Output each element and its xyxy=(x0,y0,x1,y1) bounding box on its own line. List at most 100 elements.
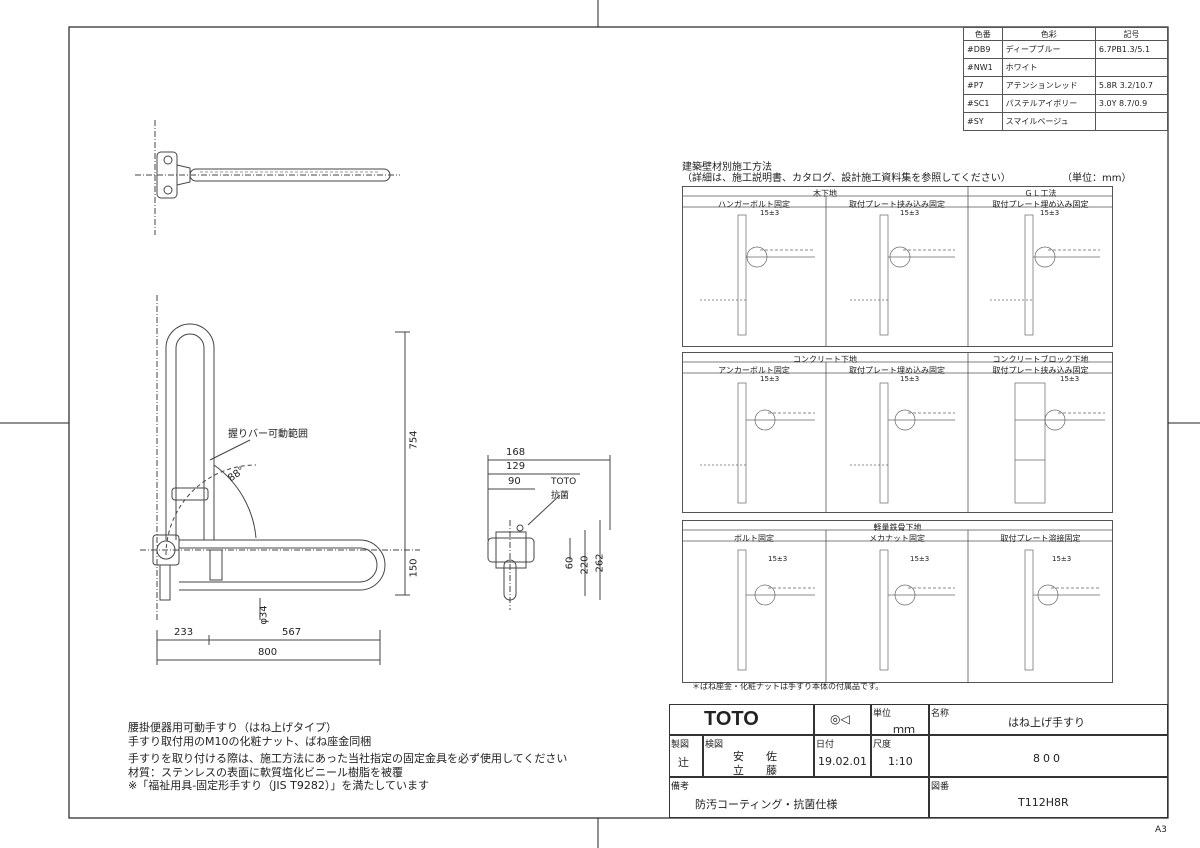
unit-cell xyxy=(871,704,929,735)
remarks-value: 防汚コーティング・抗菌仕様 xyxy=(695,798,838,811)
check-value-1: 安 佐 xyxy=(733,750,777,763)
color-name: パステルアイボリー xyxy=(1001,94,1096,113)
steel-section xyxy=(682,520,1113,683)
dim-15-i: 15±3 xyxy=(1052,555,1072,563)
wood-section xyxy=(682,186,1113,347)
projection-symbol-icon: ◎◁ xyxy=(830,712,850,726)
color-name: ディープブルー xyxy=(1001,40,1096,59)
color-row: #SC1 パステルアイボリー 3.0Y 8.7/0.9 xyxy=(963,94,1169,113)
dim-220: 220 xyxy=(579,555,591,575)
color-row: #DB9 ディープブルー 6.7PB1.3/5.1 xyxy=(963,40,1169,59)
scale-label: 尺度 xyxy=(873,740,892,750)
date-cell xyxy=(814,735,871,777)
color-symbol xyxy=(1094,112,1169,131)
note-4: 材質：ステンレスの表面に軟質塩化ビニール樹脂を被覆 xyxy=(128,766,403,779)
note-3: 手すりを取り付ける際は、施工方法にあった当社指定の固定金具を必ず使用してください xyxy=(128,752,568,765)
drawing-no-value: T112H8R xyxy=(1018,796,1069,809)
logo-cell xyxy=(669,704,814,735)
color-code: #NW1 xyxy=(963,58,1003,77)
sheet-size: A3 xyxy=(1155,825,1167,835)
dim-15-h: 15±3 xyxy=(910,555,930,563)
side-view xyxy=(487,455,611,610)
color-symbol: 6.7PB1.3/5.1 xyxy=(1094,40,1169,59)
dim-262: 262 xyxy=(594,553,606,573)
install-subtitle: （詳細は、施工説明書、カタログ、設計施工資料集を参照してください） xyxy=(682,173,1011,184)
scale-value: 1:10 xyxy=(888,755,913,768)
color-name: ホワイト xyxy=(1001,58,1096,77)
dim-567: 567 xyxy=(282,627,302,638)
dim-233: 233 xyxy=(174,627,194,638)
wood-cell-3: 取付プレート埋め込み固定 xyxy=(992,200,1089,209)
wood-cell-2: 取付プレート挟み込み固定 xyxy=(849,200,945,209)
size-cell xyxy=(929,735,1168,777)
dim-15-g: 15±3 xyxy=(768,555,788,563)
steel-cell-3: 取付プレート溶接固定 xyxy=(1000,534,1081,543)
name-label: 名称 xyxy=(931,709,950,719)
color-header-name: 色彩 xyxy=(1001,27,1096,41)
steel-title: 軽量鉄骨下地 xyxy=(873,523,922,532)
drawn-cell xyxy=(669,735,703,777)
color-code: #DB9 xyxy=(963,40,1003,59)
dim-168: 168 xyxy=(506,447,526,458)
dim-60: 60 xyxy=(564,556,576,570)
note-1: 腰掛便器用可動手すり（はね上げタイプ） xyxy=(128,721,337,734)
date-label: 日付 xyxy=(816,740,835,750)
check-cell xyxy=(703,735,814,777)
color-row: #NW1 ホワイト xyxy=(963,58,1169,77)
note-2: 手すり取付用のM10の化粧ナット、ばね座金同梱 xyxy=(128,735,372,748)
color-header-code: 色番 xyxy=(963,27,1003,41)
date-value: 19.02.01 xyxy=(818,755,867,768)
color-symbol xyxy=(1094,58,1169,77)
unit-value: ｍｍ xyxy=(893,723,915,736)
dim-phi34: φ34 xyxy=(258,605,270,625)
scale-cell xyxy=(871,735,929,777)
top-view xyxy=(135,120,400,235)
install-details xyxy=(682,187,1112,682)
unit-label: 単位 xyxy=(873,709,892,719)
wood-title: 木下地 xyxy=(813,189,837,198)
gl-title: ＧＬ工法 xyxy=(1024,189,1057,198)
color-symbol: 3.0Y 8.7/0.9 xyxy=(1094,94,1169,113)
dim-129: 129 xyxy=(506,461,526,472)
remarks-cell xyxy=(669,777,929,818)
detail-sketches xyxy=(700,214,1105,671)
color-row: #P7 アテンションレッド 5.8R 3.2/10.7 xyxy=(963,76,1169,95)
toto-logo: TOTO xyxy=(704,708,759,730)
dim-15-e: 15±3 xyxy=(900,375,920,383)
concrete-cell-1: アンカーボルト固定 xyxy=(718,366,790,375)
dim-15-f: 15±3 xyxy=(1060,375,1080,383)
install-title: 建築壁材別施工方法 xyxy=(682,162,772,173)
color-header-symbol: 記号 xyxy=(1094,27,1169,41)
drawing-no-label: 図番 xyxy=(931,782,950,792)
concrete-cell-3: 取付プレート挟み込み固定 xyxy=(992,366,1089,375)
label-antibac: 抗菌 xyxy=(551,491,570,501)
lever-range-label: 握りバー可動範囲 xyxy=(228,429,308,440)
dim-800: 800 xyxy=(258,647,278,658)
install-note: ＊ばね座金・化粧ナットは手すり本体の付属品です。 xyxy=(692,682,884,691)
color-table: 色番 色彩 記号 #DB9 ディープブルー 6.7PB1.3/5.1 #NW1 … xyxy=(963,27,1169,131)
color-symbol: 5.8R 3.2/10.7 xyxy=(1094,76,1169,95)
install-unit: （単位：mm） xyxy=(1062,173,1132,184)
color-code: #SC1 xyxy=(963,94,1003,113)
dim-15-d: 15±3 xyxy=(760,375,780,383)
color-code: #SY xyxy=(963,112,1003,131)
dim-15-b: 15±3 xyxy=(900,209,920,217)
dim-15-c: 15±3 xyxy=(1040,209,1060,217)
dim-15-a: 15±3 xyxy=(760,209,780,217)
note-5: ※「福祉用具-固定形手すり（JIS T9282）」を満たしています xyxy=(128,779,430,792)
block-title: コンクリートブロック下地 xyxy=(992,355,1089,364)
label-toto: TOTO xyxy=(551,477,577,487)
wood-cell-1: ハンガーボルト固定 xyxy=(718,200,790,209)
concrete-title: コンクリート下地 xyxy=(793,355,857,364)
steel-cell-1: ボルト固定 xyxy=(734,534,774,543)
projection-cell xyxy=(814,704,871,735)
dim-90: 90 xyxy=(508,476,521,487)
remarks-label: 備考 xyxy=(671,782,690,792)
concrete-cell-2: 取付プレート埋め込み固定 xyxy=(849,366,945,375)
steel-cell-2: メカナット固定 xyxy=(869,534,925,543)
concrete-section xyxy=(682,352,1113,513)
name-cell xyxy=(929,704,1168,735)
color-code: #P7 xyxy=(963,76,1003,95)
